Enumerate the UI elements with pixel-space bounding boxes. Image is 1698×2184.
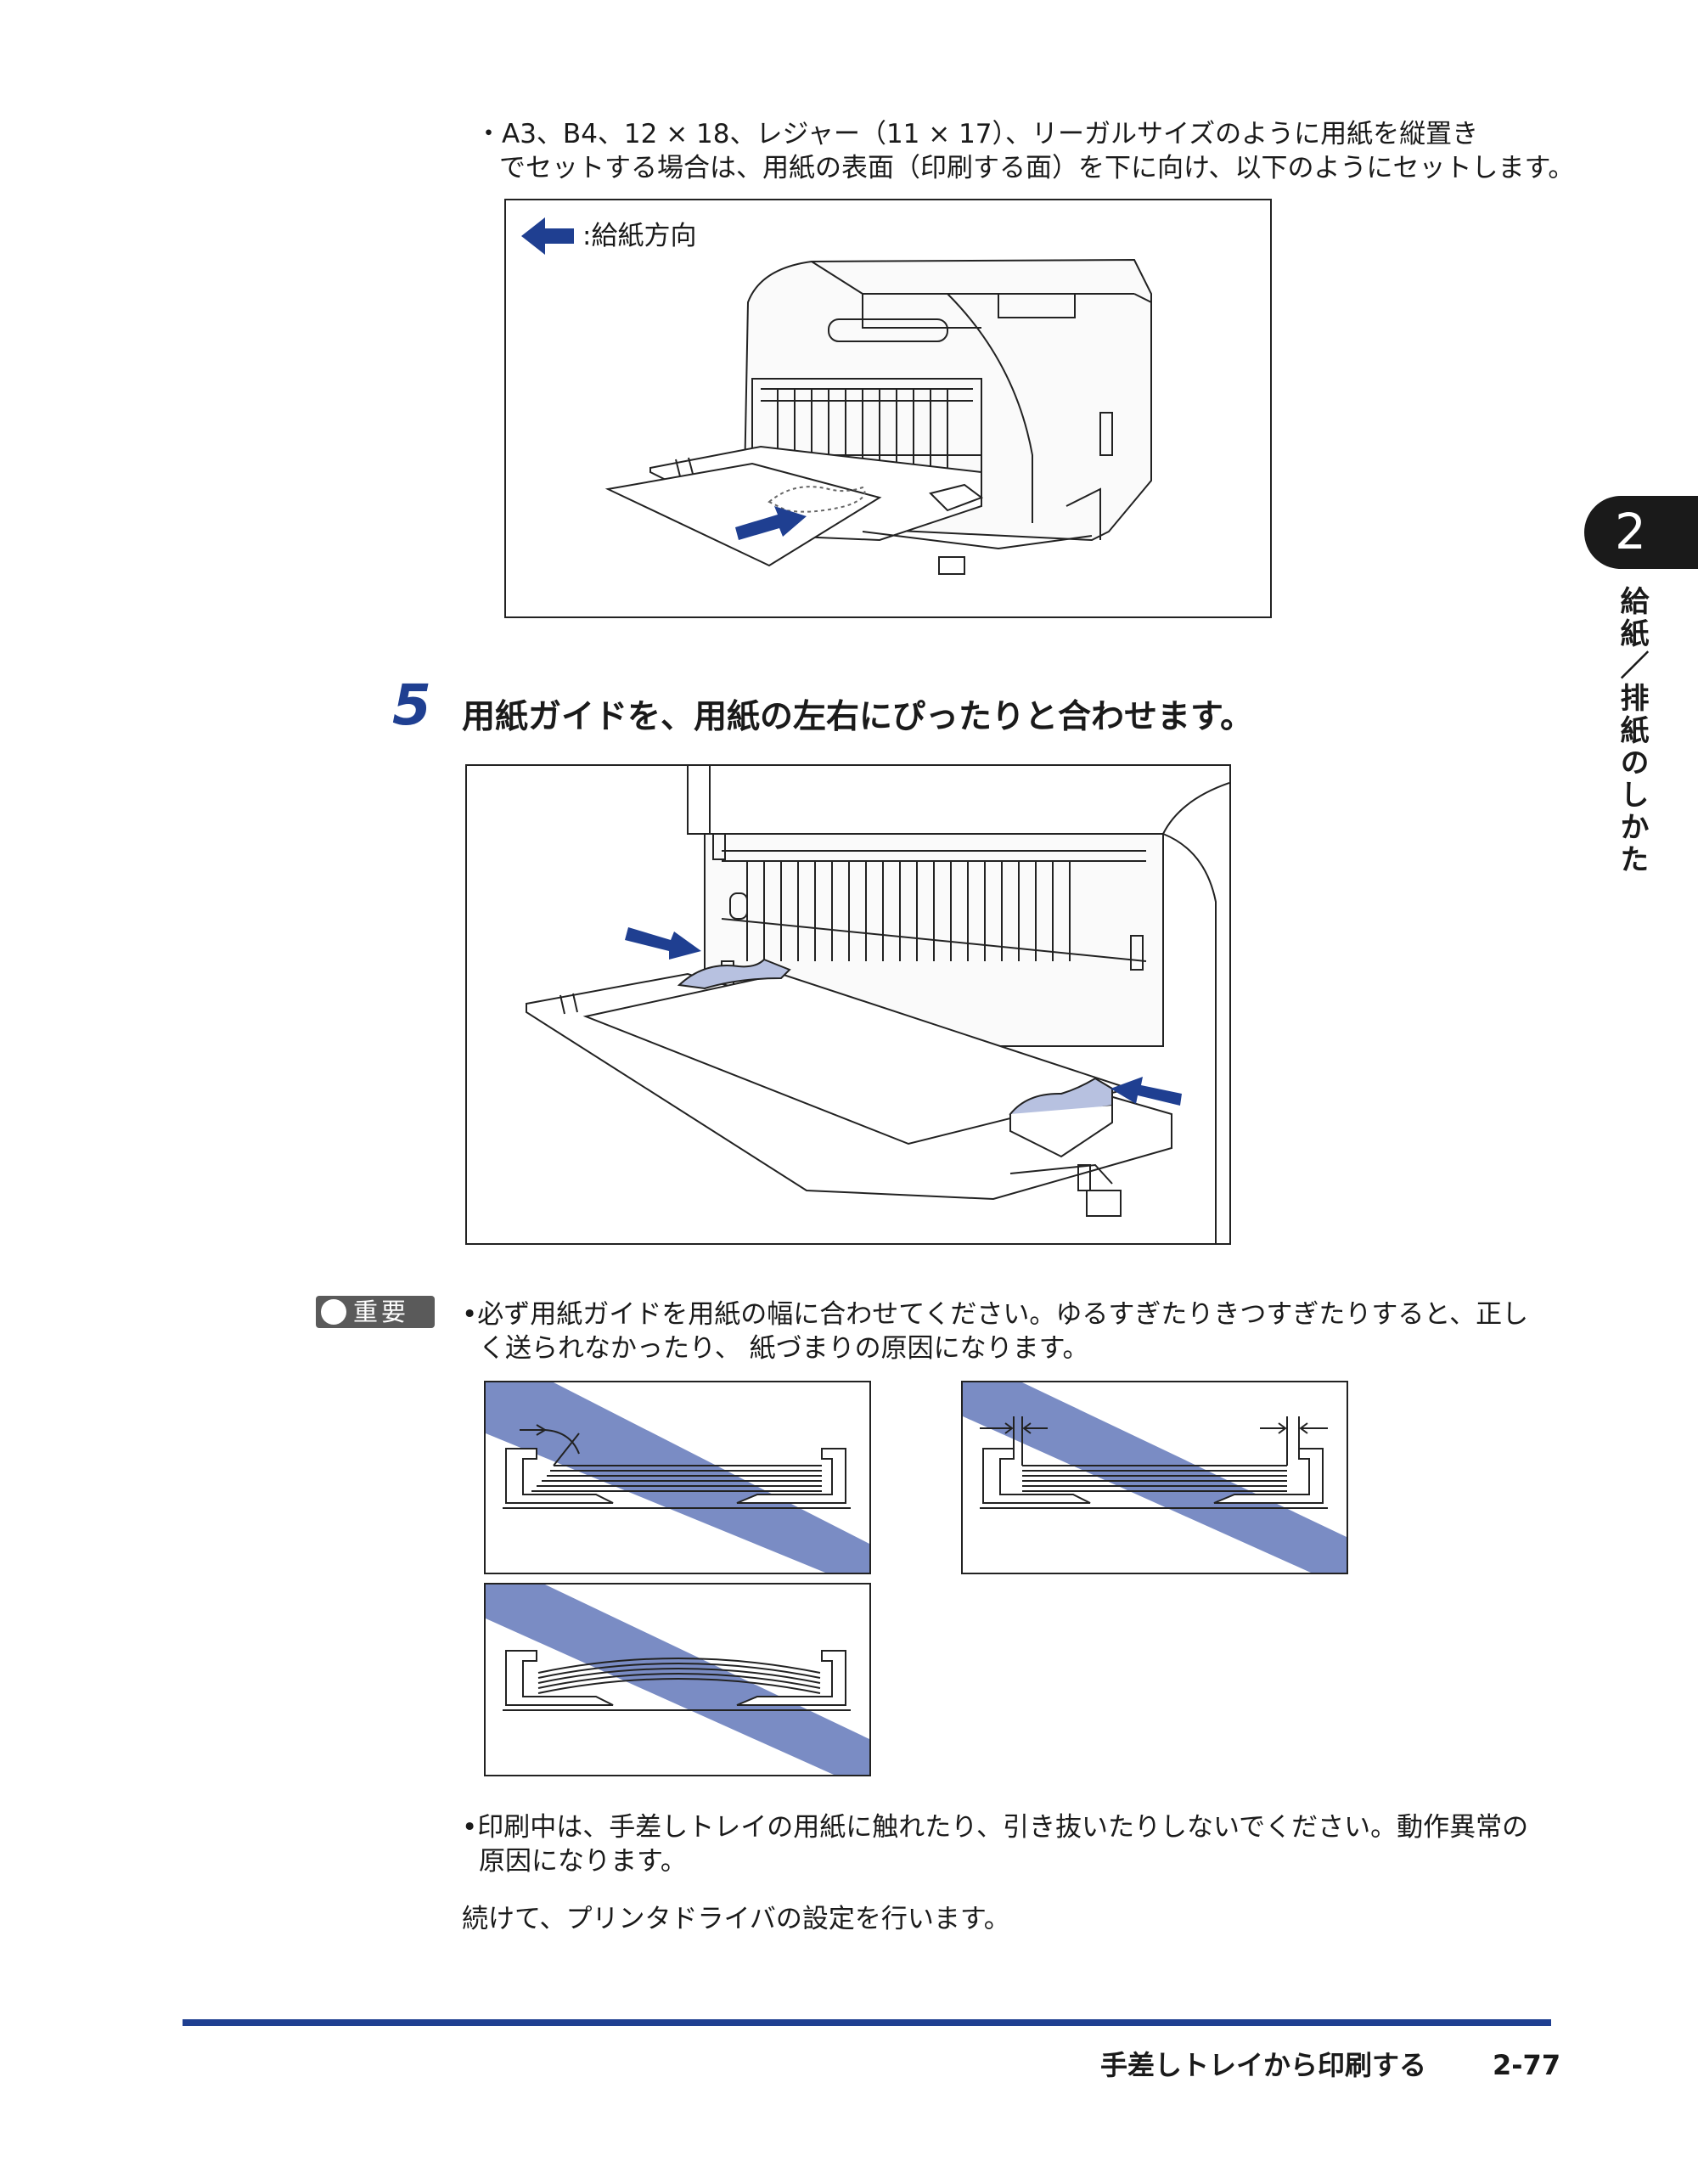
hand-stop-icon (321, 1299, 346, 1325)
diagram-guides-too-tight (484, 1583, 871, 1776)
figure-printer-paper-loading: :給紙方向 (504, 199, 1272, 618)
left-guide-arrow (625, 927, 701, 960)
printer-tray-illustration (526, 766, 1229, 1243)
continue-instruction: 続けて、プリンタドライバの設定を行います。 (462, 1904, 1010, 1934)
right-guide-arrow (1110, 1077, 1182, 1106)
intro-note-line-1: ・A3、B4、12 × 18、レジャー（11 × 17）、リーガルサイズのように… (475, 119, 1479, 149)
footer-rule (183, 2019, 1551, 2026)
tray-cross-section (503, 1424, 851, 1509)
important-note-1-line-2: く送られなかったり、 紙づまりの原因になります。 (479, 1333, 1089, 1364)
prohibition-stripe (486, 1382, 869, 1573)
step-number: 5 (392, 673, 431, 738)
footer-section-title: 手差しトレイから印刷する (1100, 2049, 1427, 2081)
footer-page-number: 2-77 (1493, 2049, 1561, 2081)
chapter-number: 2 (1615, 503, 1646, 560)
diagram-guides-too-loose (484, 1381, 871, 1574)
figure-paper-guide-adjustment (465, 764, 1231, 1245)
step-instruction: 用紙ガイドを、用紙の左右にぴったりと合わせます。 (462, 698, 1254, 736)
feed-direction-arrow (735, 506, 807, 540)
intro-note-line-2: でセットする場合は、用紙の表面（印刷する面）を下に向け、以下のようにセットします… (499, 153, 1575, 183)
paper-sheet (604, 462, 882, 567)
important-note-2-line-2: 原因になります。 (479, 1846, 687, 1877)
important-note-2-line-1: •印刷中は、手差しトレイの用紙に触れたり、引き抜いたりしないでください。動作異常… (462, 1812, 1529, 1843)
prohibition-stripe (963, 1382, 1347, 1573)
diagram-guides-gap (961, 1381, 1348, 1574)
feed-direction-legend-label: :給紙方向 (582, 221, 697, 251)
important-badge: 重要 (316, 1296, 435, 1328)
chapter-title: 給紙／排紙のしかた (1615, 586, 1649, 876)
feed-direction-legend-arrow (521, 217, 574, 255)
left-paper-guide (677, 958, 791, 990)
important-note-1-line-1: •必ず用紙ガイドを用紙の幅に合わせてください。ゆるすぎたりきつすぎたりすると、正… (462, 1299, 1529, 1330)
tray-cross-section (980, 1416, 1328, 1509)
important-badge-label: 重要 (353, 1297, 410, 1326)
chapter-tab: 2 (1584, 496, 1698, 569)
tray-cross-section (503, 1650, 851, 1711)
